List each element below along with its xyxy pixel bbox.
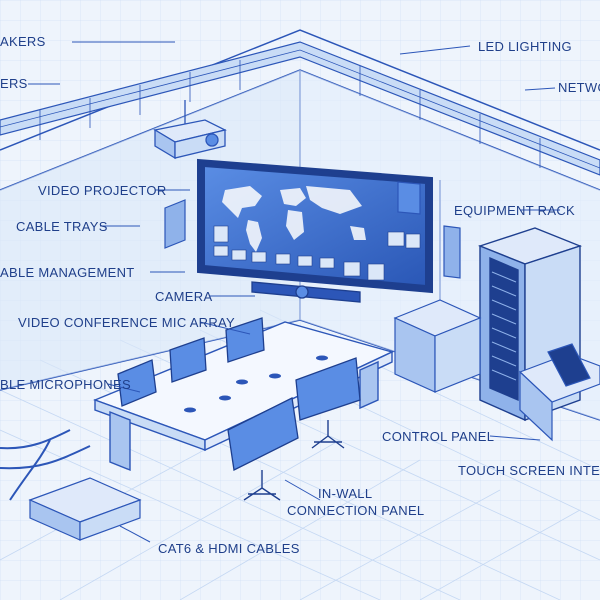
world-map xyxy=(222,186,366,252)
camera-bar xyxy=(251,281,361,303)
cable-tray xyxy=(0,41,600,176)
label-speakers-left: ERS xyxy=(0,76,28,91)
label-in-wall: IN-WALL xyxy=(318,486,373,501)
side-cabinet xyxy=(393,299,482,393)
label-camera: CAMERA xyxy=(155,289,213,304)
label-video-projector: VIDEO PROJECTOR xyxy=(38,183,167,198)
label-mic-array: VIDEO CONFERENCE MIC ARRAY xyxy=(18,315,236,330)
label-speakers-top: AKERS xyxy=(0,34,46,49)
label-led-lighting: LED LIGHTING xyxy=(478,39,572,54)
video-projector xyxy=(153,100,227,160)
label-connection-panel: CONNECTION PANEL xyxy=(287,503,425,518)
chair-bases xyxy=(243,420,345,501)
wall-speaker xyxy=(164,199,186,249)
control-desk xyxy=(518,343,600,442)
label-touch-screen: TOUCH SCREEN INTERF xyxy=(458,463,600,478)
floor-cables xyxy=(0,429,91,501)
rack-units xyxy=(491,271,517,381)
label-network: NETWO xyxy=(558,80,600,95)
label-cable-management: ABLE MANAGEMENT xyxy=(0,265,135,280)
table-microphones xyxy=(184,355,328,413)
floor-panel xyxy=(28,477,142,541)
label-table-microphones: BLE MICROPHONES xyxy=(0,377,131,392)
floor-grid xyxy=(0,309,600,600)
display-tiles xyxy=(213,225,421,281)
label-equipment-rack: EQUIPMENT RACK xyxy=(454,203,575,218)
label-cables: CAT6 & HDMI CABLES xyxy=(158,541,300,556)
leader-lines xyxy=(28,41,560,543)
chairs xyxy=(117,317,361,471)
wall-control-panels xyxy=(397,181,461,279)
label-control-panel: CONTROL PANEL xyxy=(382,429,495,444)
main-display xyxy=(197,158,433,294)
label-cable-trays: CABLE TRAYS xyxy=(16,219,108,234)
